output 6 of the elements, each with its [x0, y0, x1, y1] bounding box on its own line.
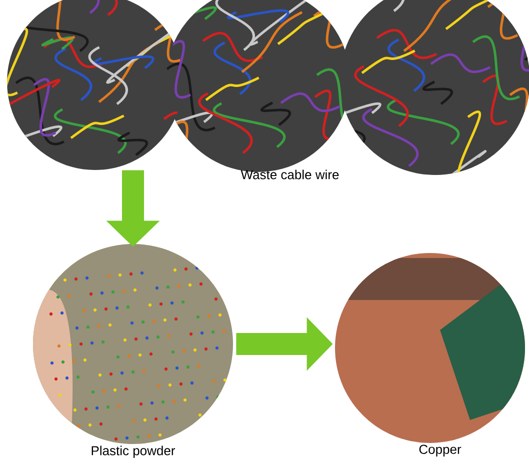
node-label: Plastic powder — [92, 446, 176, 458]
cable-wires-drawing: Waste cable wire — [7, 0, 529, 180]
node-label: Copper — [419, 444, 462, 457]
plastic-powder-photo: Plastic powder — [33, 244, 233, 458]
copper-photo: Copper — [335, 253, 525, 457]
node-label: Waste cable wire — [240, 170, 339, 180]
